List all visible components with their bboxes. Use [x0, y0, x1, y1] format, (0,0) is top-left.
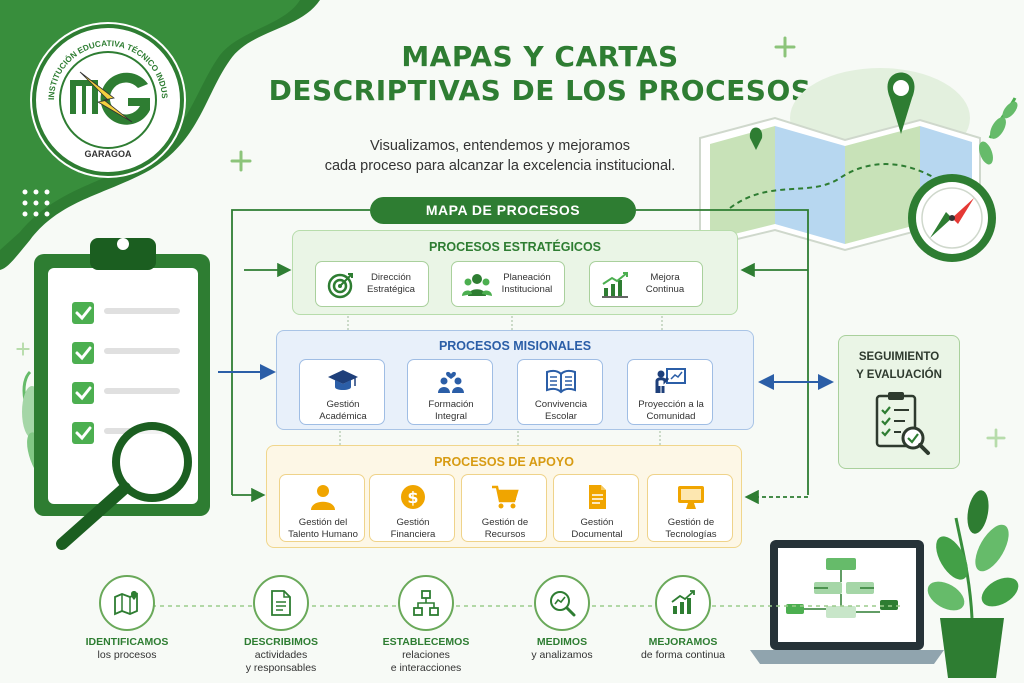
step-title: MEJORAMOS	[648, 636, 718, 648]
monitoring-title-1: SEGUIMIENTO	[858, 351, 940, 363]
sparkle-icon	[774, 36, 796, 58]
step-desc: y analizamos	[531, 649, 593, 661]
strategic-title: PROCESOS ESTRATÉGICOS	[428, 240, 601, 254]
process-label: Institucional	[501, 284, 553, 295]
process-label: Continua	[645, 284, 685, 295]
title-line-1: MAPAS Y CARTAS	[401, 40, 679, 73]
step-title: MEDIMOS	[536, 636, 588, 648]
logo-town: GARAGOA	[85, 149, 133, 159]
process-label: Tecnologías	[665, 529, 717, 540]
magnifier-chart-icon	[548, 589, 576, 617]
process-label: Planeación	[503, 272, 551, 283]
step-desc-line: y responsables	[245, 662, 317, 674]
step-desc: los procesos	[97, 649, 157, 661]
svg-text:$: $	[407, 488, 418, 507]
page-subtitle: Visualizamos, entendemos y mejoramos cad…	[290, 136, 710, 176]
clipboard-illustration	[22, 238, 210, 550]
teacher-board-icon	[655, 366, 687, 394]
title-line-2: DESCRIPTIVAS DE LOS PROCESOS	[268, 74, 812, 107]
institution-logo: INSTITUCIÓN EDUCATIVA TÉCNICO INDUSTRIAL…	[25, 13, 188, 180]
sparkle-icon	[16, 342, 30, 356]
step-title: DESCRIBIMOS	[243, 636, 319, 648]
step-desc-line: relaciones	[402, 649, 450, 661]
step-desc: de forma continua	[640, 649, 726, 661]
document-icon	[582, 483, 612, 511]
process-label: Estratégica	[367, 284, 415, 295]
process-label: Integral	[435, 411, 467, 422]
subtitle-line-2: cada proceso para alcanzar la excelencia…	[324, 158, 676, 174]
process-label: Convivencia	[534, 399, 588, 410]
monitor-icon	[676, 483, 706, 511]
process-label: Gestión	[326, 399, 360, 410]
graduation-cap-icon	[327, 366, 359, 394]
process-label: Financiera	[390, 529, 436, 540]
dollar-coin-icon: $	[398, 483, 428, 511]
target-icon	[326, 270, 356, 300]
sparkle-icon	[230, 150, 252, 172]
process-label: Mejora	[650, 272, 680, 283]
growth-chart-icon	[669, 589, 697, 617]
monitoring-evaluation-box[interactable]: SEGUIMIENTO Y EVALUACIÓN	[838, 335, 960, 469]
process-label: Proyección a la	[638, 399, 704, 410]
missional-title: PROCESOS MISIONALES	[438, 339, 592, 353]
laptop-plant-illustration	[750, 490, 1019, 678]
map-pin-icon	[113, 589, 141, 617]
cart-icon	[490, 483, 520, 511]
growth-chart-icon	[600, 270, 630, 300]
logo-emblem-icon: INSTITUCIÓN EDUCATIVA TÉCNICO INDUSTRIAL…	[25, 13, 186, 178]
family-heart-icon	[435, 366, 467, 394]
support-title: PROCESOS DE APOYO	[434, 455, 574, 469]
step-desc-line: e interacciones	[390, 662, 462, 674]
monitoring-title-2: Y EVALUACIÓN	[856, 369, 942, 381]
person-icon	[308, 483, 338, 511]
process-label: Gestión de	[481, 517, 529, 528]
flowchart-icon	[412, 589, 440, 617]
process-label: Comunidad	[646, 411, 696, 422]
sparkle-icon	[986, 428, 1006, 448]
page-title: MAPAS Y CARTAS DESCRIPTIVAS DE LOS PROCE…	[260, 40, 820, 108]
step-title: IDENTIFICAMOS	[85, 636, 169, 648]
process-label: Gestión del	[298, 517, 348, 528]
step-title: ESTABLECEMOS	[382, 636, 470, 648]
process-label: Académica	[319, 411, 367, 422]
process-label: Gestión	[396, 517, 430, 528]
document-icon	[267, 589, 295, 617]
process-label: Gestión	[580, 517, 614, 528]
map-compass-illustration	[699, 68, 1018, 262]
subtitle-line-1: Visualizamos, entendemos y mejoramos	[369, 138, 631, 154]
process-label: Formación	[428, 399, 474, 410]
process-label: Documental	[571, 529, 623, 540]
open-book-icon	[545, 366, 577, 394]
process-label: Gestión de	[667, 517, 715, 528]
process-label: Talento Humano	[288, 529, 358, 540]
process-map-label: MAPA DE PROCESOS	[370, 197, 636, 224]
process-label: Escolar	[545, 411, 577, 422]
process-label: Dirección	[371, 272, 411, 283]
process-label: Recursos	[484, 529, 526, 540]
people-icon	[462, 270, 492, 300]
checklist-magnifier-icon	[873, 390, 931, 462]
step-desc-line: actividades	[254, 649, 308, 661]
